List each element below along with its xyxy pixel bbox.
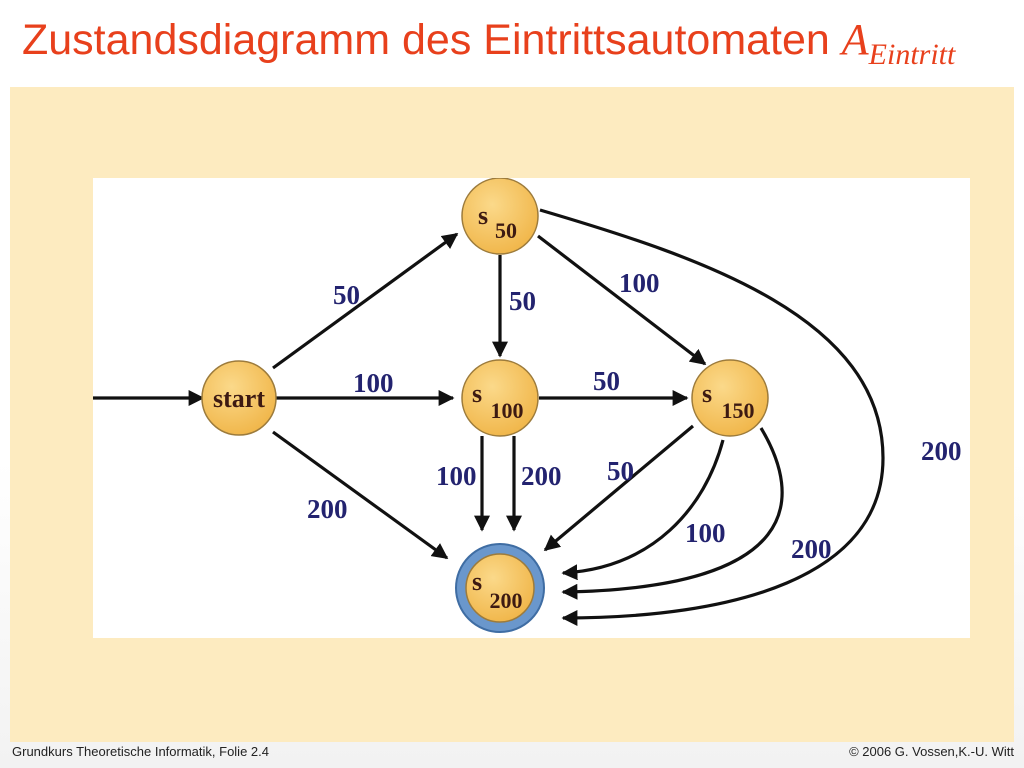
edge-labels: 50 100 200 50 100 200 50 100 200 50 100 … <box>307 268 962 564</box>
footer-copyright: © 2006 G. Vossen,K.-U. Witt <box>849 744 1014 759</box>
label-s50-s100: 50 <box>509 286 536 316</box>
state-s150-sub: 150 <box>722 398 755 423</box>
state-diagram: 50 100 200 50 100 200 50 100 200 50 100 … <box>93 178 962 633</box>
state-s100-sub: 100 <box>491 398 524 423</box>
label-start-s200: 200 <box>307 494 348 524</box>
edge-s150-s200-50 <box>543 424 695 552</box>
diagram-canvas: 50 100 200 50 100 200 50 100 200 50 100 … <box>93 178 970 638</box>
edges <box>93 208 885 626</box>
state-s50-sub: 50 <box>495 218 517 243</box>
label-s100-s200-200: 200 <box>521 461 562 491</box>
label-start-s100: 100 <box>353 368 394 398</box>
label-s100-s150: 50 <box>593 366 620 396</box>
state-start-label: start <box>213 384 265 413</box>
edge-s150-s200-200 <box>561 427 784 600</box>
slide-title: Zustandsdiagramm des Eintrittsautomaten … <box>22 14 955 72</box>
label-s150-s200-200: 200 <box>791 534 832 564</box>
label-s100-s200-100: 100 <box>436 461 477 491</box>
label-s150-s200-100: 100 <box>685 518 726 548</box>
edge-s50-s200 <box>539 208 885 626</box>
footer-course-info: Grundkurs Theoretische Informatik, Folie… <box>12 744 269 759</box>
state-s150-main: s <box>702 379 712 408</box>
state-s50-main: s <box>478 201 488 230</box>
edge-s50-s150 <box>537 234 707 366</box>
label-s150-s200-50: 50 <box>607 456 634 486</box>
title-text: Zustandsdiagramm des Eintrittsautomaten <box>22 16 842 64</box>
state-s200-main: s <box>472 567 482 596</box>
state-s200: s 200 <box>455 543 545 633</box>
state-s100-main: s <box>472 379 482 408</box>
label-s50-s200: 200 <box>921 436 962 466</box>
edge-start-s50 <box>272 232 459 370</box>
title-subscript: Eintritt <box>868 38 956 71</box>
label-start-s50: 50 <box>333 280 360 310</box>
state-s150: s 150 <box>691 359 769 437</box>
state-s50: s 50 <box>461 178 539 255</box>
state-s200-sub: 200 <box>490 588 523 613</box>
state-start: start <box>201 360 277 436</box>
state-s100: s 100 <box>461 359 539 437</box>
edge-s150-s200-100 <box>561 439 725 581</box>
title-symbol: A <box>841 15 869 64</box>
label-s50-s150: 100 <box>619 268 660 298</box>
edge-start-s200 <box>272 430 449 560</box>
